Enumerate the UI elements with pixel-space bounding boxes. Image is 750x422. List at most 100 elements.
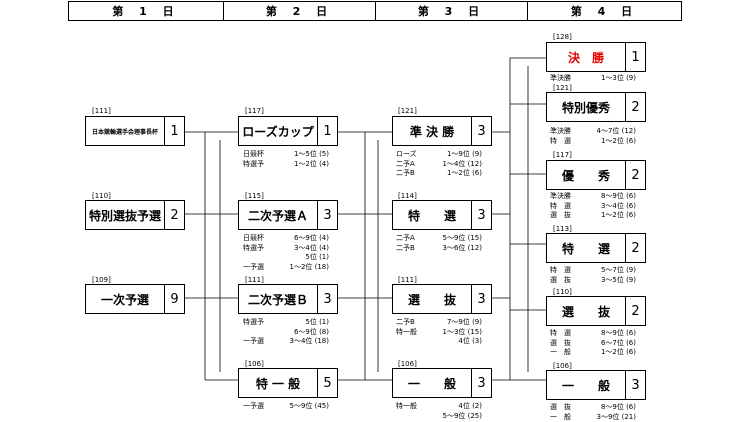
race-name: 優 秀 — [561, 168, 610, 183]
rank-range: 3～5位 (9) — [600, 275, 636, 284]
source-race-label: 特選予 — [243, 159, 264, 168]
rank-range: 5～9位 (45) — [289, 402, 329, 410]
race-name: 決 勝 — [567, 50, 604, 65]
rank-range: 7～9位 (9) — [446, 318, 482, 326]
source-race-label — [396, 337, 438, 347]
race-box-day1-race1: 日本競輪選手会理事長杯 1 — [85, 116, 185, 146]
race-code: [117] — [553, 151, 572, 159]
rank-range: 3～6位 (12) — [442, 243, 482, 252]
rank-range: 1～2位 (6) — [446, 169, 482, 177]
rank-range: 1～9位 (9) — [446, 150, 482, 158]
race-name: 特別優秀 — [561, 100, 610, 115]
source-race-label: 準決勝 — [550, 127, 571, 135]
race-name: 特 選 — [561, 241, 610, 256]
rank-range: 1～2位 (6) — [600, 211, 636, 219]
race-box-day4-race5: 選 抜 2 — [546, 296, 646, 326]
rank-range: 1～2位 (18) — [289, 262, 329, 271]
race-box-day3-race1: 準 決 勝 3 — [392, 116, 492, 146]
rank-range: 5～9位 (15) — [442, 234, 482, 242]
race-name: ローズカップ — [242, 124, 314, 139]
race-box-day4-race6: 一 般 3 — [546, 370, 646, 400]
rank-range: 3～4位 (18) — [289, 337, 329, 345]
race-code: [121] — [553, 84, 572, 92]
rank-range: 1～3位 (9) — [600, 74, 636, 82]
race-code: [111] — [245, 276, 264, 284]
rank-range: 1～3位 (15) — [442, 327, 482, 336]
source-race-label: 選 抜 — [550, 275, 571, 284]
source-race-label: 特選予 — [243, 243, 264, 252]
race-box-day4-race3: 優 秀 2 — [546, 160, 646, 190]
rank-range: 4位 (3) — [458, 337, 482, 345]
race-name: 二次予選Ｂ — [247, 292, 308, 307]
source-race-label: 一予選 — [243, 402, 264, 410]
race-count: 1 — [317, 117, 337, 145]
source-race-label — [243, 253, 285, 263]
race-name: 準 決 勝 — [409, 124, 455, 139]
race-count: 3 — [471, 285, 491, 313]
rank-range: 4～7位 (12) — [596, 127, 636, 135]
source-race-label: 特選予 — [243, 318, 264, 326]
connector-line — [336, 131, 392, 381]
rank-range: 6～7位 (6) — [600, 338, 636, 347]
rank-range: 8～9位 (6) — [600, 192, 636, 200]
race-code: [121] — [398, 107, 417, 115]
day-4-header: 第 4 日 — [527, 1, 682, 21]
race-box-day3-race4: 一 般 3 — [392, 368, 492, 398]
race-code: [115] — [245, 192, 264, 200]
race-name: 選 抜 — [561, 304, 610, 319]
source-race-label: 一予選 — [243, 262, 264, 271]
qualify-note-row: 特選予 5位 (1) — [243, 318, 329, 328]
source-race-label: 特一般 — [396, 327, 417, 336]
qualify-notes: 特一般 4位 (2) 5～9位 (25) — [396, 402, 482, 421]
race-code: [106] — [398, 360, 417, 368]
race-box-day2-race1: ローズカップ 1 — [238, 116, 338, 146]
race-code: [114] — [398, 192, 417, 200]
connector-line — [183, 131, 240, 381]
race-box-day1-race2: 特別選抜予選 2 — [85, 200, 185, 230]
qualify-notes: 一予選 5～9位 (45) — [243, 402, 329, 412]
race-count: 2 — [625, 297, 645, 325]
race-code: [111] — [92, 107, 111, 115]
rank-range: 6～9位 (8) — [293, 327, 329, 336]
qualify-note-row: 5～9位 (25) — [396, 412, 482, 422]
race-count: 5 — [317, 369, 337, 397]
source-race-label: 特一般 — [396, 402, 417, 410]
race-code: [106] — [245, 360, 264, 368]
source-race-label: 準決勝 — [550, 192, 571, 200]
connector-line — [336, 213, 365, 381]
rank-range: 3～9位 (21) — [596, 412, 636, 421]
qualify-note-row: 準決勝 8～9位 (6) — [550, 192, 636, 202]
source-race-label: 二予A — [396, 159, 415, 168]
rank-range: 5位 (1) — [305, 318, 329, 326]
rank-range: 4位 (2) — [458, 402, 482, 410]
source-race-label: 特 選 — [550, 136, 571, 145]
race-name: 特 選 — [407, 208, 456, 223]
connector-line — [490, 57, 548, 381]
race-count: 1 — [164, 117, 184, 145]
rank-range: 1～2位 (6) — [600, 348, 636, 356]
race-code: [106] — [553, 362, 572, 370]
race-name: 特別選抜予選 — [88, 208, 161, 223]
qualify-note-row: 6～9位 (8) — [243, 328, 329, 338]
race-code: [113] — [553, 225, 572, 233]
source-race-label: 特 選 — [550, 201, 571, 210]
race-box-day4-final: 決 勝 1 — [546, 42, 646, 72]
